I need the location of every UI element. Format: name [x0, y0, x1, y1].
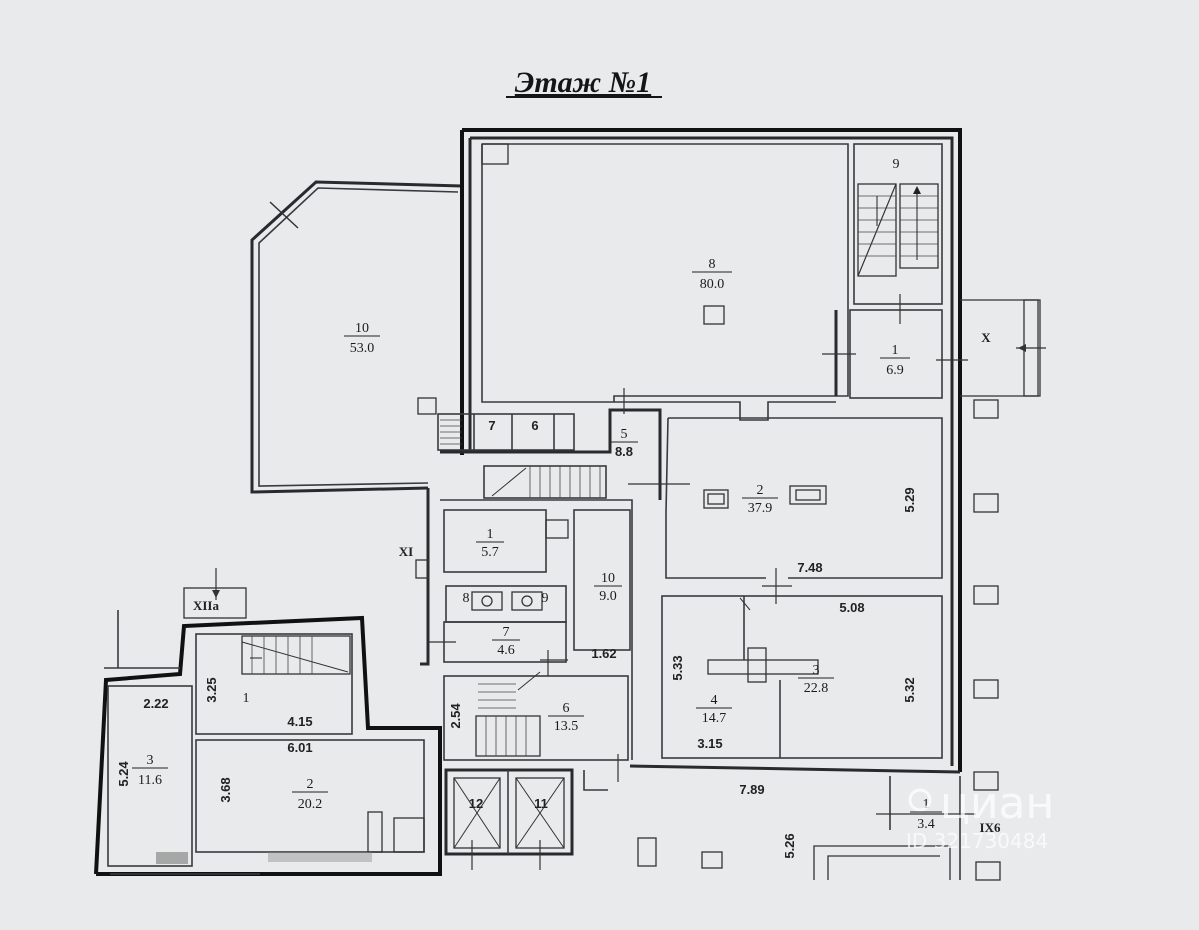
room-2-mid-outline [665, 417, 943, 604]
room-1-top-number: 1 [892, 343, 899, 358]
room-2-left-area: 20.2 [298, 797, 323, 812]
wc-9-number: 9 [542, 591, 549, 606]
left-block-outline [94, 568, 442, 876]
room-10-large-area: 53.0 [350, 341, 375, 356]
room-2-mid-area: 37.9 [748, 501, 773, 516]
room-1-mid-area: 5.7 [481, 545, 499, 560]
dim-3-68: 3.68 [218, 777, 233, 802]
dim-5-08: 5.08 [839, 600, 864, 615]
marker-ix6: IX6 [980, 820, 1001, 835]
rooms-7-6-5-outline [417, 388, 836, 500]
room-4-number: 4 [711, 693, 718, 708]
main-outline [460, 128, 962, 772]
room-3-left-area: 11.6 [138, 773, 162, 788]
cian-logo-icon [908, 788, 932, 812]
watermark: циан ID 321730484 [906, 778, 1054, 853]
room-7-small-number: 7 [488, 418, 495, 433]
dim-4-15: 4.15 [287, 714, 312, 729]
room-2-left-number: 2 [307, 777, 314, 792]
stair-9-number: 9 [893, 157, 900, 172]
watermark-id: ID 321730484 [906, 829, 1048, 853]
room-10-large-number: 10 [355, 321, 369, 336]
stair-6-area: 13.5 [554, 719, 579, 734]
stair-6 [443, 671, 629, 782]
room-1-bottom-number: 1 [923, 797, 930, 812]
room-5-area: 8.8 [615, 444, 633, 459]
bottom-right-entry [813, 776, 976, 880]
dim-1-62: 1.62 [591, 646, 616, 661]
room-7-mid-area: 4.6 [497, 643, 515, 658]
porch-x [960, 299, 1046, 397]
dim-7-48: 7.48 [797, 560, 822, 575]
dim-5-33: 5.33 [670, 655, 685, 680]
central-block-outline [415, 488, 633, 760]
elevator-shafts [444, 768, 608, 870]
dim-5-26: 5.26 [782, 833, 797, 858]
room-3-mid-number: 3 [813, 663, 820, 678]
room-10-mid-number: 10 [601, 571, 615, 586]
room-1-left-number: 1 [243, 691, 250, 706]
dim-2-54: 2.54 [448, 703, 463, 729]
stair-9 [853, 143, 943, 305]
room-10-large-outline [250, 180, 463, 494]
room-5-number: 5 [621, 427, 628, 442]
stair-landing [483, 465, 690, 499]
dimension-labels: 5.29 7.48 5.08 5.33 5.32 3.15 1.62 2.54 … [116, 487, 917, 858]
dim-7-89: 7.89 [739, 782, 764, 797]
room-6-small-number: 6 [531, 418, 538, 433]
dim-5-29: 5.29 [902, 487, 917, 512]
room-2-mid-number: 2 [757, 483, 764, 498]
floor-title: Этаж №1 [515, 66, 651, 99]
exterior-columns [637, 399, 1001, 881]
dim-5-32: 5.32 [902, 677, 917, 702]
room-10-mid-area: 9.0 [599, 589, 617, 604]
room-8-number: 8 [709, 257, 716, 272]
section-markers: X XI XIIа IX6 [193, 330, 1001, 835]
room-7-mid-number: 7 [503, 625, 510, 640]
rooms-4-3-outline [629, 595, 961, 774]
dim-5-24: 5.24 [116, 761, 131, 787]
room-labels: 10 53.0 8 80.0 9 1 6.9 7 6 5 8.8 2 37.9 … [132, 157, 942, 832]
room-4-area: 14.7 [702, 711, 727, 726]
room-1-top-area: 6.9 [886, 363, 904, 378]
room-1-bottom-area: 3.4 [917, 817, 935, 832]
room-1-mid-number: 1 [487, 527, 494, 542]
stair-6-number: 6 [563, 701, 570, 716]
watermark-brand: циан [940, 778, 1054, 829]
room-8-outline [481, 143, 849, 403]
room-3-left-number: 3 [147, 753, 154, 768]
room-3-mid-area: 22.8 [804, 681, 829, 696]
wc-8-number: 8 [463, 591, 470, 606]
marker-xi: XI [399, 544, 413, 559]
dim-3-15: 3.15 [697, 736, 722, 751]
marker-x: X [981, 330, 991, 345]
marker-xiia: XIIа [193, 598, 220, 613]
dim-2-22: 2.22 [143, 696, 168, 711]
room-1-top-outline [822, 294, 968, 399]
elevator-12-number: 12 [469, 796, 483, 811]
room-8-area: 80.0 [700, 277, 725, 292]
elevator-11-number: 11 [534, 796, 548, 811]
dim-3-25: 3.25 [204, 677, 219, 702]
dim-6-01: 6.01 [287, 740, 312, 755]
